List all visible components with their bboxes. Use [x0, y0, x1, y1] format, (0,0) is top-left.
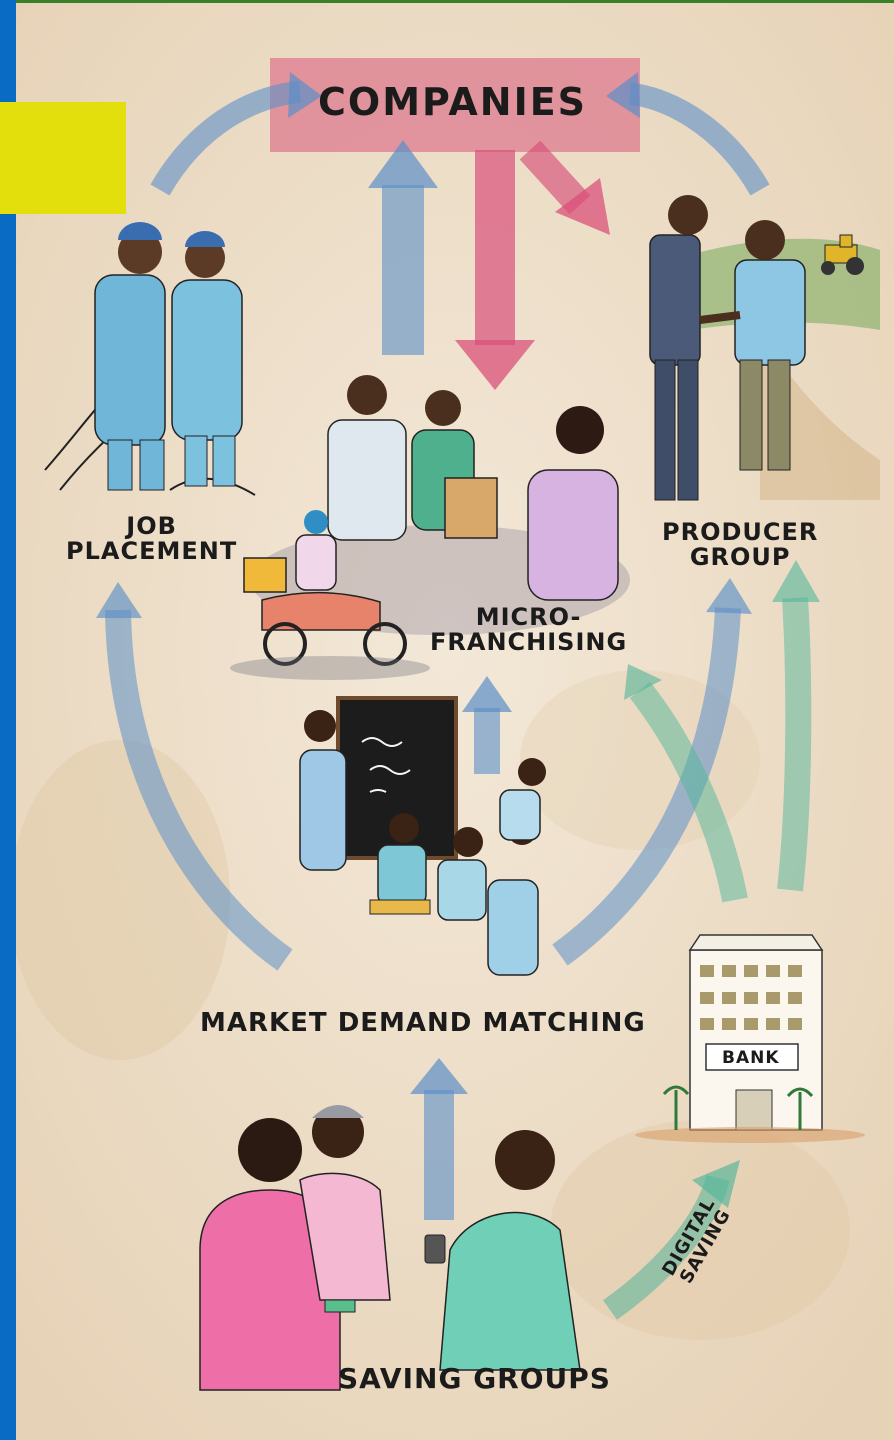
producer-group-label: PRODUCER GROUP	[662, 518, 819, 572]
teal-arrowhead	[624, 664, 662, 700]
companies-label: COMPANIES	[318, 80, 588, 124]
teal-arrow-2	[777, 597, 812, 892]
blue-arrow-top-left	[150, 81, 302, 196]
tractor-icon	[821, 234, 864, 275]
shop-counter-illustration	[250, 375, 630, 635]
blue-arrow-saving-up	[424, 1090, 454, 1220]
job-placement-label: JOB PLACEMENT	[66, 512, 238, 566]
blue-arrow-left-long	[105, 609, 293, 971]
saving-group-illustration	[199, 1105, 581, 1391]
blue-arrowhead	[706, 578, 752, 614]
teal-arrow-1	[629, 681, 748, 903]
micro-franchising-label: MICRO- FRANCHISING	[430, 603, 628, 657]
pink-arrow-right	[519, 140, 591, 215]
workers-illustration	[44, 222, 256, 496]
bank-building-illustration	[635, 934, 865, 1143]
pink-arrowhead	[455, 340, 535, 390]
blue-arrowhead	[288, 72, 322, 118]
blue-arrowhead	[606, 72, 640, 118]
blue-arrowhead	[368, 140, 438, 188]
blue-arrow-top-right	[628, 83, 770, 196]
blue-arrowhead	[410, 1058, 468, 1094]
yellow-tab	[0, 102, 126, 214]
teal-arrowhead	[692, 1160, 740, 1208]
left-edge-bar	[0, 0, 16, 1440]
blue-arrow-up-center	[382, 185, 424, 355]
pink-arrowhead	[555, 178, 610, 235]
teal-arrowhead	[772, 560, 820, 602]
bank-sign: BANK	[722, 1048, 780, 1068]
blue-arrowhead	[96, 582, 142, 618]
stain	[10, 740, 230, 1060]
classroom-illustration	[299, 696, 546, 976]
blue-arrow-small	[474, 708, 500, 774]
market-demand-matching-label: MARKET DEMAND MATCHING	[200, 1008, 646, 1038]
companies-band	[270, 58, 640, 152]
top-rule	[0, 0, 894, 3]
blue-arrow-right-long	[552, 607, 741, 966]
pink-arrow-down	[475, 150, 515, 345]
blue-arrowhead	[462, 676, 512, 712]
scooter-illustration	[230, 510, 430, 680]
saving-groups-label: SAVING GROUPS	[338, 1362, 611, 1395]
